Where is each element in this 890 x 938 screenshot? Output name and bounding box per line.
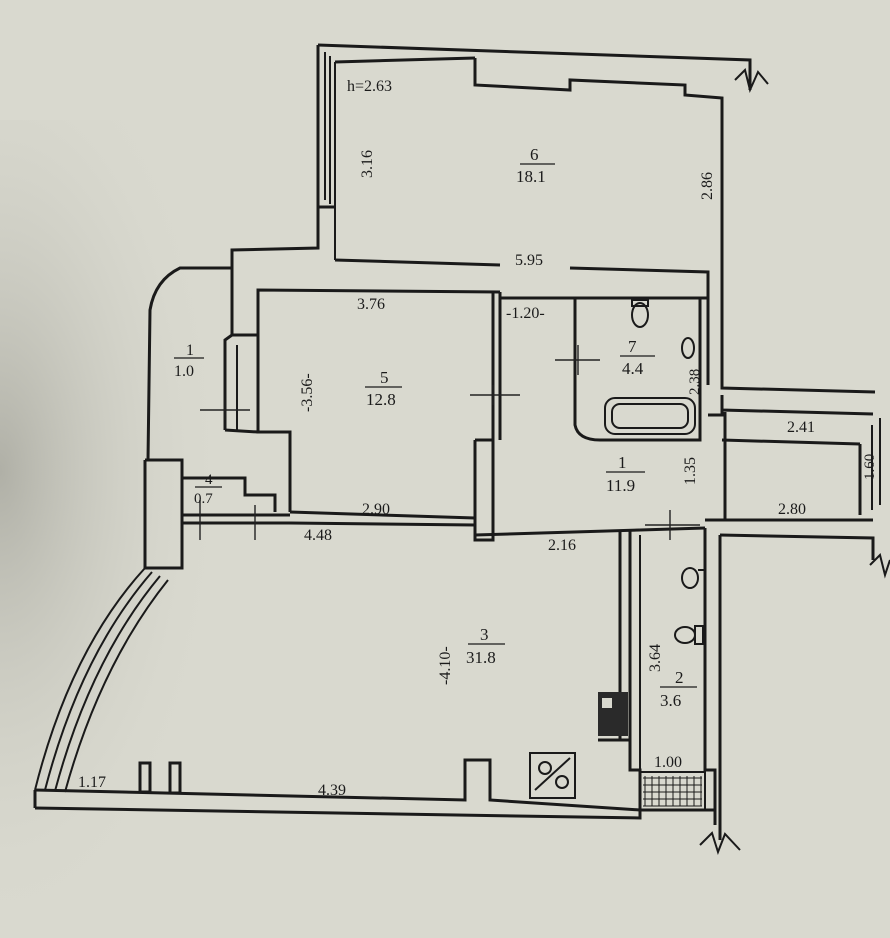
hall-number: 1 bbox=[618, 453, 627, 472]
kitchen-sink-icon bbox=[529, 752, 576, 799]
sink-room2-icon bbox=[681, 567, 705, 589]
dim-2-16: 2.16 bbox=[548, 537, 576, 554]
dim-1-17: 1.17 bbox=[78, 774, 106, 791]
dim-5-95: 5.95 bbox=[515, 252, 543, 269]
photo-shadow bbox=[0, 120, 380, 900]
room-6-area: 18.1 bbox=[516, 167, 546, 186]
break-marks bbox=[699, 68, 890, 856]
dim-1-35: 1.35 bbox=[682, 457, 699, 485]
dim-1-60: 1.60 bbox=[862, 454, 878, 480]
room-3-area: 31.8 bbox=[466, 648, 496, 667]
room-7-area: 4.4 bbox=[622, 359, 644, 378]
bathtub-icon bbox=[604, 397, 696, 435]
room-5-area: 12.8 bbox=[366, 390, 396, 409]
toilet-room2-icon bbox=[674, 625, 704, 645]
room-2-area: 3.6 bbox=[660, 691, 681, 710]
sink-room7-icon bbox=[681, 337, 695, 359]
hall-area: 11.9 bbox=[606, 476, 635, 495]
room-1-area: 1.0 bbox=[174, 363, 194, 380]
dim-4-10: -4.10- bbox=[437, 646, 454, 685]
dim-1-00: 1.00 bbox=[654, 754, 682, 771]
room-2-number: 2 bbox=[675, 668, 684, 687]
room-5-number: 5 bbox=[380, 368, 389, 387]
room-3-number: 3 bbox=[480, 625, 489, 644]
room-4-area: 0.7 bbox=[194, 491, 213, 507]
dim-2-38: 2.38 bbox=[687, 369, 703, 395]
dim-1-20: -1.20- bbox=[506, 305, 545, 322]
dim-2-90: 2.90 bbox=[362, 501, 390, 518]
door-markers bbox=[199, 345, 700, 540]
dim-4-39: 4.39 bbox=[318, 782, 346, 799]
labels: h=2.63 6 18.1 5 12.8 1 1.0 7 4.4 1 11.9 … bbox=[78, 78, 878, 799]
dim-2-41: 2.41 bbox=[787, 419, 815, 436]
room-4-number: 4 bbox=[205, 472, 213, 488]
room-1-number: 1 bbox=[186, 342, 194, 359]
dim-2-80: 2.80 bbox=[778, 501, 806, 518]
room-6-number: 6 bbox=[530, 145, 539, 164]
stove-icon bbox=[598, 692, 628, 736]
dim-3-16: 3.16 bbox=[359, 150, 376, 178]
ceiling-height: h=2.63 bbox=[347, 78, 392, 95]
room-7-number: 7 bbox=[628, 337, 637, 356]
dim-3-64: 3.64 bbox=[647, 644, 664, 672]
dim-3-76: 3.76 bbox=[357, 296, 385, 313]
ventilation-grid-icon bbox=[639, 771, 706, 811]
dim-2-86: 2.86 bbox=[699, 172, 716, 200]
dim-4-48: 4.48 bbox=[304, 527, 332, 544]
toilet-room7-icon bbox=[631, 299, 649, 328]
dim-3-56: -3.56- bbox=[299, 373, 316, 412]
